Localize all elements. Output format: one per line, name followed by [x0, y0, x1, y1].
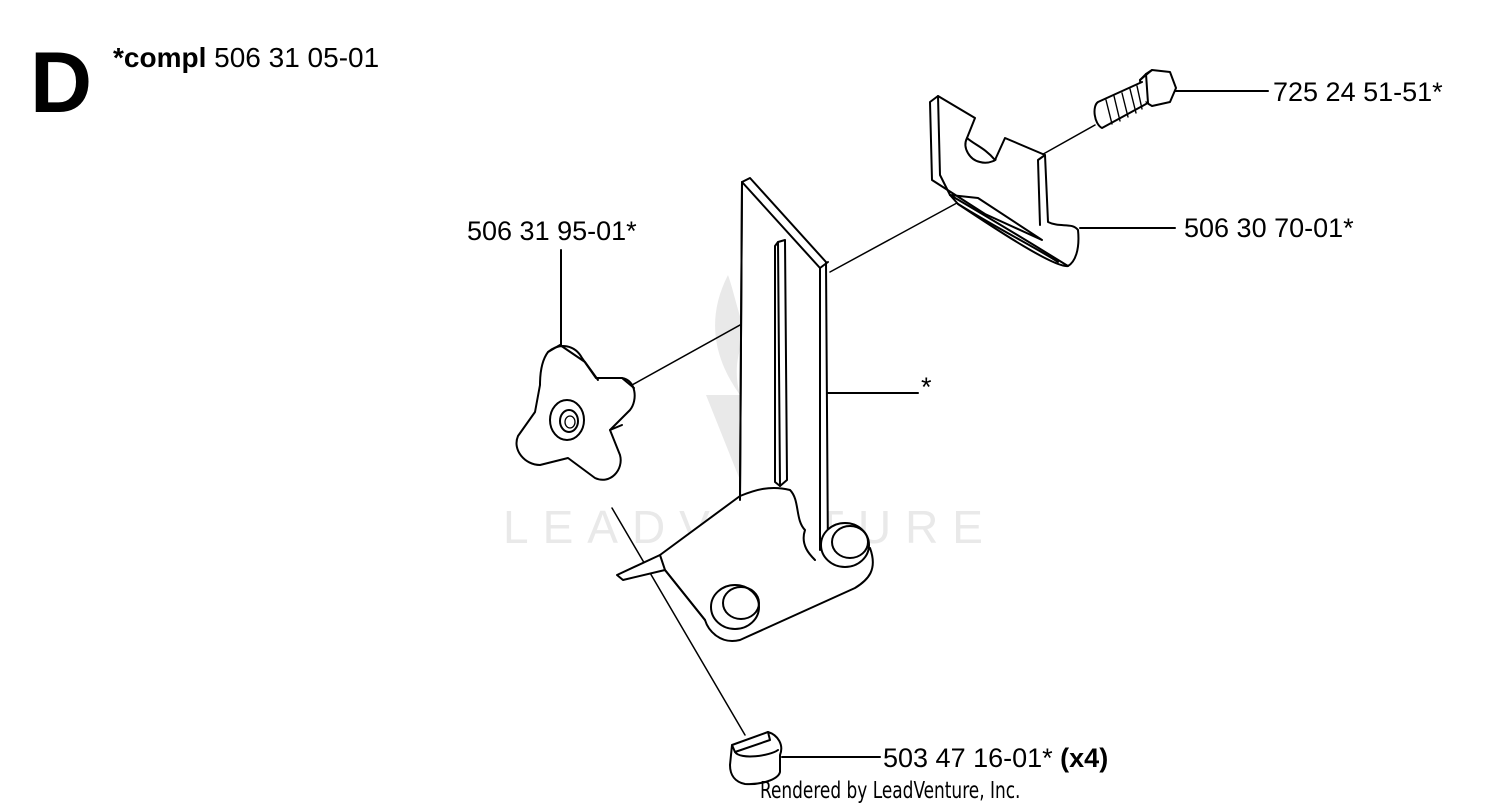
- assembly-part-number: 506 31 05-01: [214, 42, 380, 73]
- callout-foot-qty: (x4): [1060, 743, 1109, 773]
- callout-knob: 506 31 95-01*: [467, 216, 637, 246]
- callout-foot-part-number: 503 47 16-01*: [883, 743, 1053, 773]
- leader-line-foot-axis: [611, 507, 746, 736]
- clip-part: [929, 95, 1080, 268]
- callout-bracket: *: [921, 372, 932, 402]
- assembly-heading: *compl 506 31 05-01: [113, 44, 379, 72]
- knob-part: [515, 344, 636, 481]
- callout-clip: 506 30 70-01*: [1184, 213, 1354, 243]
- bolt-part: [1093, 69, 1177, 129]
- footer-credit: Rendered by LeadVenture, Inc.: [760, 778, 1021, 804]
- callout-foot: 503 47 16-01* (x4): [883, 745, 1108, 772]
- section-letter: D: [30, 35, 93, 131]
- callout-bolt: 725 24 51-51*: [1273, 77, 1443, 107]
- foot-part: [729, 731, 783, 786]
- bracket-part: [616, 177, 874, 642]
- assembly-prefix: *compl: [113, 42, 207, 73]
